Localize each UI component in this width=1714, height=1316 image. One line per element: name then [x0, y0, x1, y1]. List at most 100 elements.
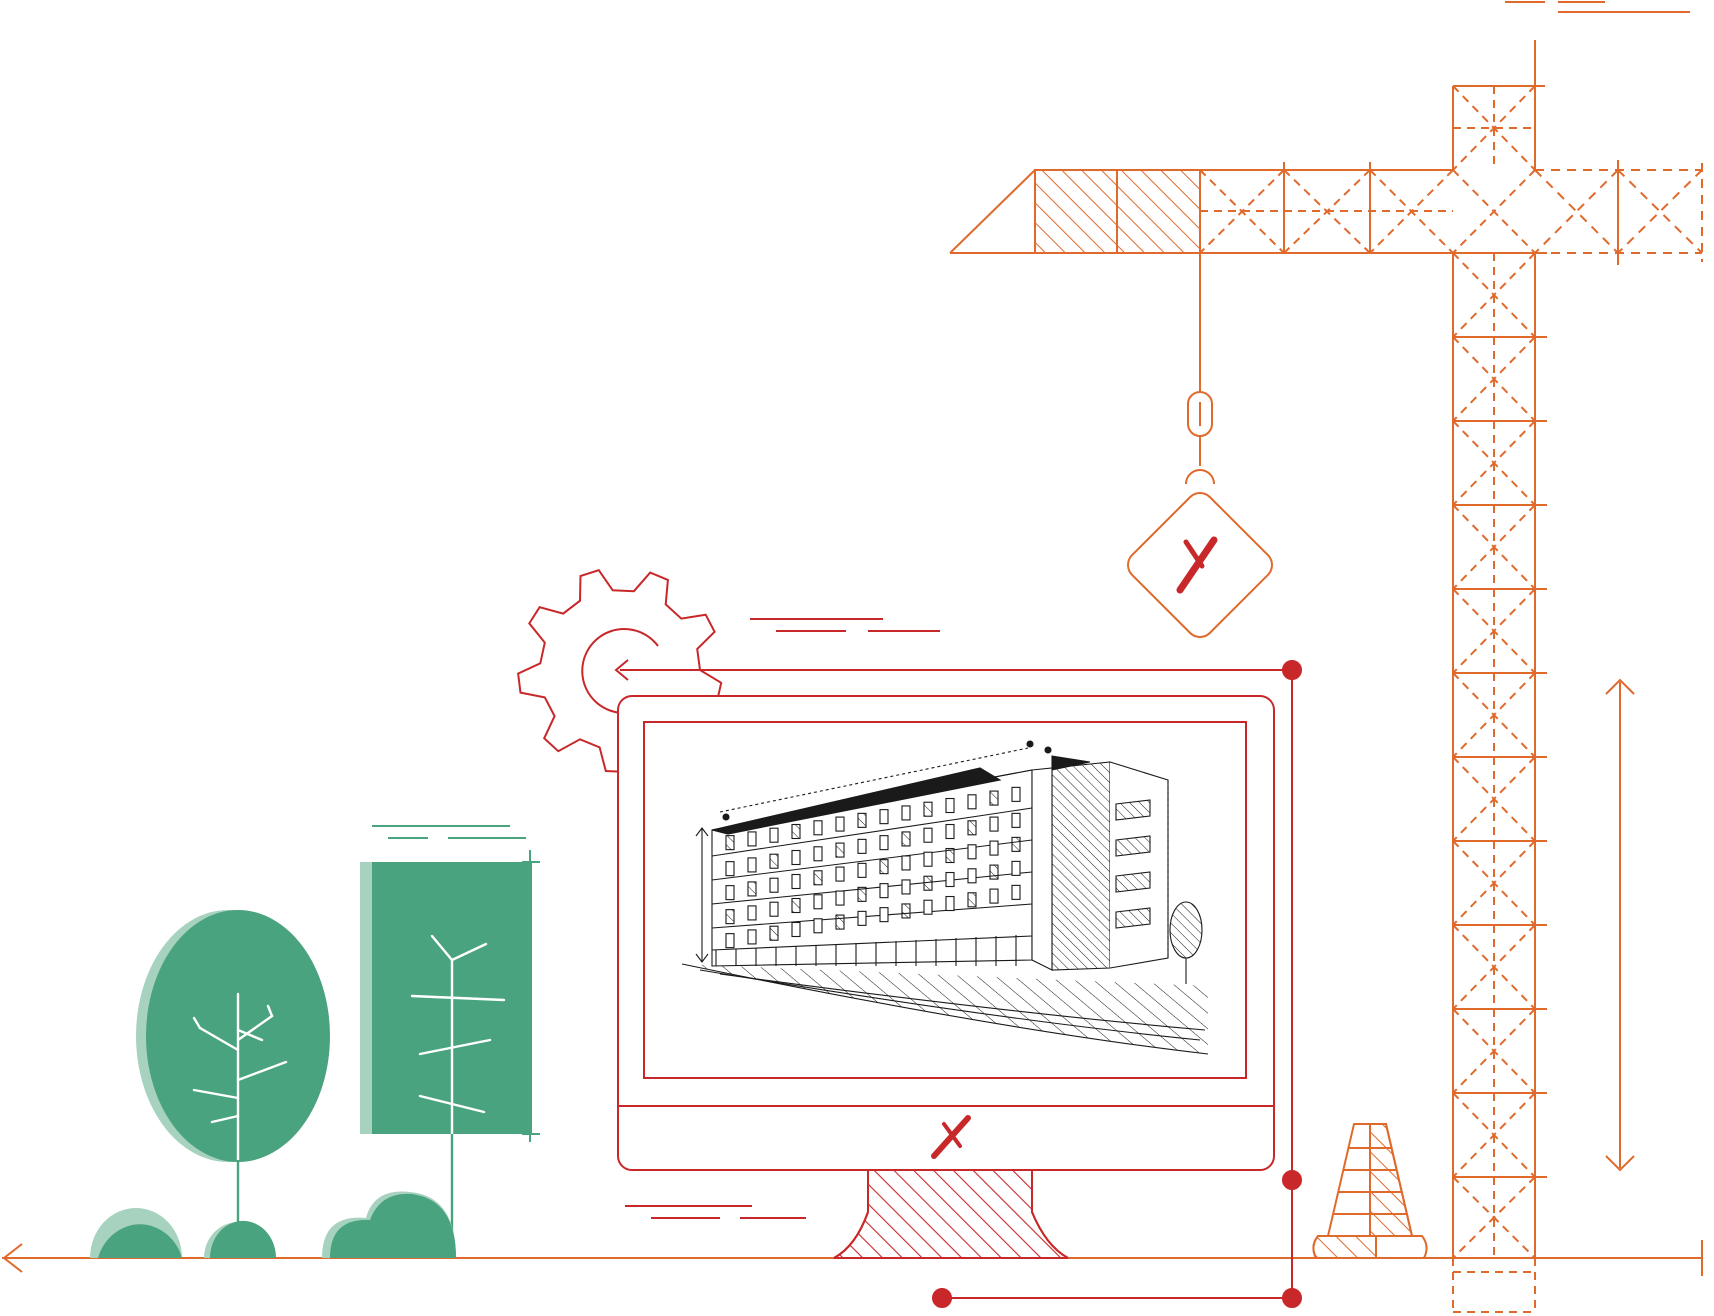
crane-hook [1185, 253, 1215, 485]
round-tree [136, 910, 330, 1230]
building-window [879, 809, 889, 825]
crane-foundation [1452, 1258, 1536, 1314]
building-window [835, 866, 845, 882]
crane-mast-segment [1452, 588, 1547, 674]
building-window [923, 875, 933, 891]
crane-mast-segment [1452, 1176, 1547, 1259]
building-window [791, 921, 801, 938]
building-window [813, 870, 823, 886]
rect-tree [360, 825, 540, 1246]
building-window [857, 838, 867, 854]
building-window [945, 823, 955, 840]
building-window [879, 859, 889, 875]
building-window [747, 857, 757, 873]
crane-jib [949, 162, 1536, 254]
building-window [901, 805, 911, 821]
building-window [769, 827, 779, 843]
building-window [835, 914, 845, 930]
crane-mast-segment [1452, 840, 1547, 926]
building-window [879, 907, 889, 923]
building-window [923, 899, 933, 915]
building-window [769, 853, 779, 869]
building-window [857, 812, 867, 828]
building-window [945, 871, 955, 888]
building-window [879, 883, 889, 899]
building-window [923, 801, 933, 817]
building-window [791, 823, 801, 840]
building-window [813, 846, 823, 862]
monitor-decor-lines-bottom [625, 1205, 806, 1219]
building-window [725, 885, 735, 901]
building-window [989, 840, 999, 856]
crane-mast-segment [1452, 252, 1547, 338]
building-window [791, 897, 801, 914]
building-sketch [681, 740, 1209, 1055]
building-window [857, 862, 867, 878]
building-window [769, 877, 779, 893]
x-logo-icon [931, 1115, 971, 1159]
building-window [879, 835, 889, 851]
building-window [725, 835, 735, 851]
building-window [725, 933, 735, 949]
building-window [901, 903, 911, 919]
traffic-cone-icon [1312, 1123, 1428, 1259]
building-window [945, 797, 955, 814]
crane-mast-segment [1452, 504, 1547, 590]
building-window [1011, 812, 1021, 828]
building-window [967, 844, 977, 860]
building-window [923, 851, 933, 867]
crane-mast-segment [1452, 1092, 1547, 1178]
top-right-decor-lines [1505, 1, 1690, 13]
building-window [857, 910, 867, 926]
crane-mast-segment [1452, 336, 1547, 422]
building-window [725, 861, 735, 877]
building-window [813, 894, 823, 910]
crane-mast-segment [1452, 672, 1547, 758]
building-window [989, 816, 999, 832]
building-window [835, 842, 845, 858]
building-window [967, 794, 977, 810]
building-window [901, 855, 911, 871]
building-window [813, 918, 823, 934]
x-logo-sign-icon [1127, 492, 1273, 638]
arrow-left-icon [2, 1243, 23, 1273]
building-window [747, 831, 757, 847]
building-window [901, 831, 911, 847]
monitor-stand [833, 1167, 1069, 1259]
building-window [835, 890, 845, 906]
building-window [967, 868, 977, 884]
building-window [791, 849, 801, 866]
crane-mast-segment [1452, 1008, 1547, 1094]
crane-mast [1452, 252, 1547, 1259]
building-window [989, 790, 999, 806]
building-window [769, 925, 779, 941]
building-window [989, 888, 999, 904]
double-arrow-vertical-icon [1605, 678, 1635, 1172]
building-window [813, 820, 823, 836]
building-window [835, 816, 845, 832]
building-window [769, 901, 779, 917]
building-window [747, 905, 757, 921]
crane-mast-segment [1452, 924, 1547, 1010]
building-window [747, 929, 757, 945]
building-window [923, 827, 933, 843]
crane-counter-jib [1534, 160, 1703, 265]
building-window [967, 820, 977, 836]
building-window [901, 879, 911, 895]
building-ground-hatch [681, 963, 1209, 1055]
crane-mast-segment [1452, 420, 1547, 506]
monitor-decor-lines-top [750, 618, 940, 632]
building-window [857, 886, 867, 902]
building-window [945, 895, 955, 912]
building-window [725, 909, 735, 925]
bushes [90, 1191, 456, 1258]
crane-mast-segment [1452, 756, 1547, 842]
trees [90, 825, 540, 1258]
building-window [791, 873, 801, 890]
building-window [989, 864, 999, 880]
building-window [1011, 884, 1021, 900]
building-window [945, 847, 955, 864]
building-window [967, 892, 977, 908]
tower-crane-icon [949, 40, 1703, 1314]
